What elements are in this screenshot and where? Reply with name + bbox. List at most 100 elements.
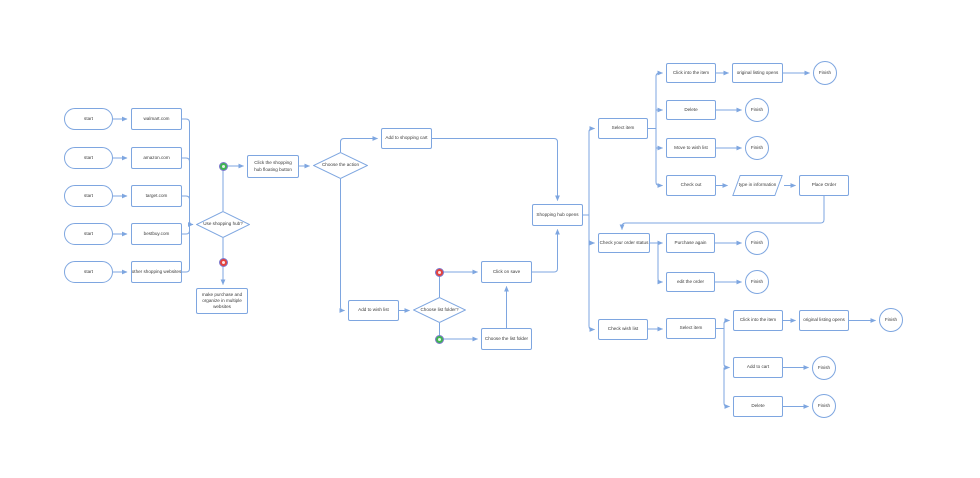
dot-core [438, 270, 441, 274]
node-click-into-item-1[interactable]: Click into the item [666, 63, 716, 83]
decision-choose-list-folder[interactable]: Choose list folder? [413, 297, 466, 323]
node-label: Purchase again [674, 239, 707, 245]
dot-core [438, 337, 441, 341]
node-start-1[interactable]: start [64, 108, 113, 130]
node-label: Check your order status [599, 239, 649, 245]
node-click-into-item-2[interactable]: Click into the item [733, 310, 783, 331]
node-start-3[interactable]: start [64, 185, 113, 207]
node-select-item-2[interactable]: Select item [666, 318, 716, 339]
node-label: Use shopping hub? [203, 221, 243, 227]
node-select-item-1[interactable]: Select item [598, 118, 648, 139]
node-original-listing-2[interactable]: original listing opens [799, 310, 849, 331]
diamond-shape [196, 211, 250, 238]
node-move-to-wish-list[interactable]: Move to wish list [666, 138, 716, 158]
node-bestbuy[interactable]: bestbuy.com [131, 223, 182, 245]
node-label: Finish [818, 69, 832, 75]
node-label: Finish [817, 402, 831, 408]
yes-marker-icon[interactable] [435, 334, 444, 344]
node-label: Click into the item [672, 69, 710, 75]
terminator-finish-3[interactable]: Finish [745, 136, 769, 160]
node-label: edit the order [676, 278, 705, 284]
data-type-in-information[interactable]: type in information [731, 175, 784, 196]
node-label: Finish [884, 316, 898, 322]
node-edit-the-order[interactable]: edit the order [666, 272, 715, 292]
node-label: original listing opens [736, 69, 779, 75]
node-label: Check out [680, 182, 702, 188]
node-label: Add to shopping cart [385, 135, 428, 141]
node-label: Finish [750, 239, 764, 245]
node-label: Choose the action [321, 162, 360, 168]
node-label: Add to wish list [358, 307, 389, 313]
node-other-websites[interactable]: other shopping websites [131, 261, 182, 283]
node-add-to-cart[interactable]: Add to cart [733, 357, 783, 378]
node-label: Finish [750, 278, 764, 284]
node-label: Delete [751, 403, 765, 409]
node-target[interactable]: target.com [131, 185, 182, 207]
node-label: Click into the item [739, 317, 777, 323]
node-label: walmart.com [143, 115, 170, 121]
node-shopping-hub-opens[interactable]: Shopping hub opens [532, 204, 583, 226]
terminator-finish-6[interactable]: Finish [879, 308, 903, 332]
node-label: Move to wish list [674, 144, 708, 150]
node-add-to-shopping-cart[interactable]: Add to shopping cart [381, 128, 432, 149]
yes-marker-icon[interactable] [218, 161, 228, 171]
node-label: original listing opens [803, 317, 845, 323]
node-check-out[interactable]: Check out [666, 175, 716, 196]
node-label: Add to cart [746, 364, 770, 370]
node-label: start [84, 154, 93, 160]
node-start-4[interactable]: start [64, 223, 113, 245]
node-label: Choose list folder? [420, 306, 459, 312]
node-add-to-wish-list[interactable]: Add to wish list [348, 300, 399, 321]
node-label: Select item [611, 125, 635, 131]
node-label: Choose the list folder [484, 335, 529, 341]
node-delete-1[interactable]: Delete [666, 100, 716, 120]
node-label: other shopping websites [131, 268, 182, 274]
node-label: start [84, 268, 93, 274]
terminator-finish-4[interactable]: Finish [745, 231, 769, 255]
node-label: start [84, 230, 93, 236]
node-label: Click on save [492, 268, 521, 274]
terminator-finish-2[interactable]: Finish [745, 98, 769, 122]
node-label: amazon.com [143, 154, 170, 160]
node-choose-list-folder[interactable]: Choose the list folder [481, 328, 532, 350]
node-amazon[interactable]: amazon.com [131, 147, 182, 169]
node-make-purchase[interactable]: make purchase and organize in multiple w… [196, 288, 248, 314]
diamond-shape [413, 297, 466, 323]
diamond-shape [313, 152, 368, 179]
node-start-5[interactable]: start [64, 261, 113, 283]
node-place-order[interactable]: Place Order [799, 175, 849, 196]
node-label: start [84, 192, 93, 198]
node-delete-2[interactable]: Delete [733, 396, 783, 417]
node-label: Select item [679, 325, 703, 331]
node-check-wish-list[interactable]: Check wish list [598, 319, 648, 340]
node-label: Delete [684, 106, 698, 112]
dot-core [221, 164, 225, 168]
node-label: Finish [817, 364, 831, 370]
decision-choose-action[interactable]: Choose the action [313, 152, 368, 179]
terminator-finish-5[interactable]: Finish [745, 270, 769, 294]
decision-use-shopping-hub[interactable]: Use shopping hub? [196, 211, 250, 238]
terminator-finish-8[interactable]: Finish [812, 394, 836, 418]
node-original-listing-1[interactable]: original listing opens [732, 63, 783, 83]
node-label: bestbuy.com [143, 230, 170, 236]
node-label: type in information [738, 182, 777, 188]
node-label: Finish [750, 106, 764, 112]
node-purchase-again[interactable]: Purchase again [666, 233, 715, 253]
node-start-2[interactable]: start [64, 147, 113, 169]
dot-core [221, 260, 225, 264]
terminator-finish-7[interactable]: Finish [812, 356, 836, 380]
no-marker-icon[interactable] [435, 267, 444, 277]
node-click-hub-button[interactable]: Click the shopping hub floating button [247, 155, 299, 178]
node-check-order-status[interactable]: Check your order status [598, 233, 650, 253]
node-label: Place Order [811, 182, 837, 188]
terminator-finish-1[interactable]: Finish [813, 61, 837, 85]
node-label: target.com [145, 192, 168, 198]
node-label: Shopping hub opens [536, 211, 579, 217]
node-label: start [84, 115, 93, 121]
node-label: Click the shopping hub floating button [254, 160, 292, 172]
no-marker-icon[interactable] [218, 257, 228, 267]
node-label: make purchase and organize in multiple w… [201, 291, 243, 310]
node-walmart[interactable]: walmart.com [131, 108, 182, 130]
node-click-on-save[interactable]: Click on save [481, 261, 532, 283]
